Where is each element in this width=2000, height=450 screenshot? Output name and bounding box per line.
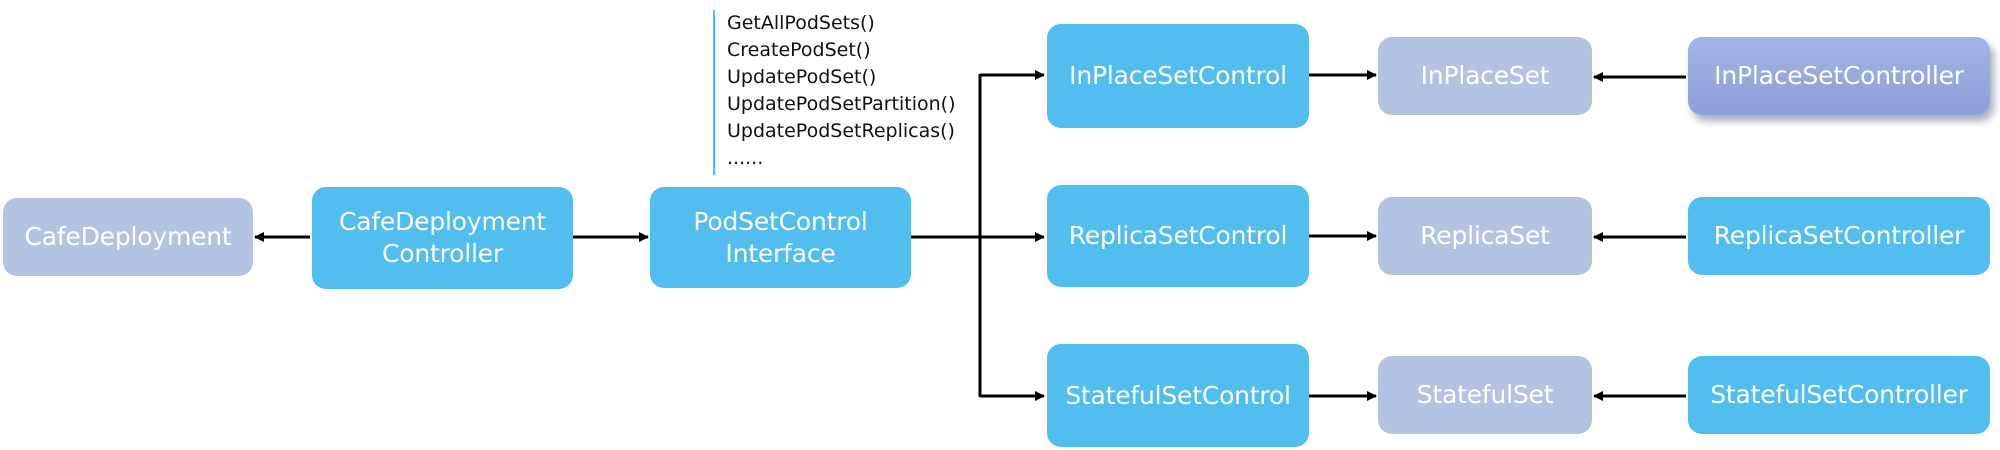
method-create-podset: CreatePodSet() xyxy=(727,39,871,61)
podset-interface-method-list: GetAllPodSets() CreatePodSet() UpdatePod… xyxy=(713,10,973,175)
node-replicasetcontroller: ReplicaSetController xyxy=(1688,197,1990,275)
method-get-all-podsets: GetAllPodSets() xyxy=(727,12,875,34)
method-update-podset: UpdatePodSet() xyxy=(727,66,877,88)
node-cafedeployment-controller: CafeDeployment Controller xyxy=(312,187,573,289)
node-inplacesetcontroller: InPlaceSetController xyxy=(1688,37,1990,115)
node-inplaceset: InPlaceSet xyxy=(1378,37,1592,115)
node-statefulsetcontrol: StatefulSetControl xyxy=(1047,344,1309,447)
node-replicaset: ReplicaSet xyxy=(1378,197,1592,275)
method-update-podset-replicas: UpdatePodSetReplicas() xyxy=(727,120,955,142)
node-cafedeployment: CafeDeployment xyxy=(3,198,253,276)
node-podset-control-interface: PodSetControl Interface xyxy=(650,187,911,288)
method-update-podset-partition: UpdatePodSetPartition() xyxy=(727,93,956,115)
node-replicasetcontrol: ReplicaSetControl xyxy=(1047,185,1309,287)
node-inplacesetcontrol: InPlaceSetControl xyxy=(1047,24,1309,128)
method-ellipsis: ...... xyxy=(727,147,764,169)
node-statefulset: StatefulSet xyxy=(1378,356,1592,434)
node-statefulsetcontroller: StatefulSetController xyxy=(1688,356,1990,434)
